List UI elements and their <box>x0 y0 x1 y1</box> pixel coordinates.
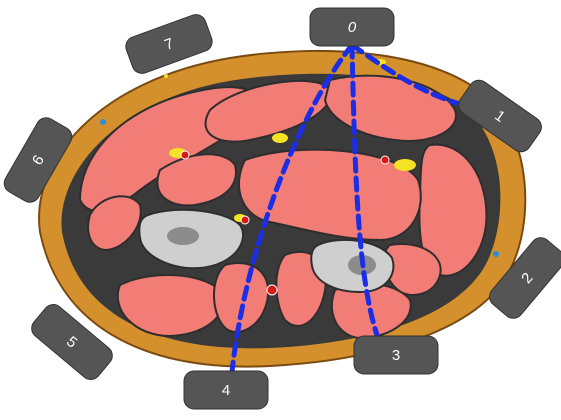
marker-label: 3 <box>392 347 400 364</box>
marker-4[interactable]: 4 <box>184 371 268 409</box>
dot-right <box>493 251 499 257</box>
dot-left <box>100 119 106 125</box>
artery-2 <box>381 156 389 164</box>
marker-3[interactable]: 3 <box>354 336 438 374</box>
artery-4 <box>267 285 277 295</box>
marker-label: 4 <box>222 382 230 399</box>
marker-0[interactable]: 0 <box>310 8 394 46</box>
dot-top <box>164 74 168 78</box>
bone-ulna-marrow <box>167 227 199 245</box>
marker-label: 0 <box>348 19 357 36</box>
artery-3 <box>241 216 249 224</box>
nerve-3 <box>394 159 416 171</box>
artery-1 <box>181 151 189 159</box>
nerve-2 <box>272 133 288 143</box>
